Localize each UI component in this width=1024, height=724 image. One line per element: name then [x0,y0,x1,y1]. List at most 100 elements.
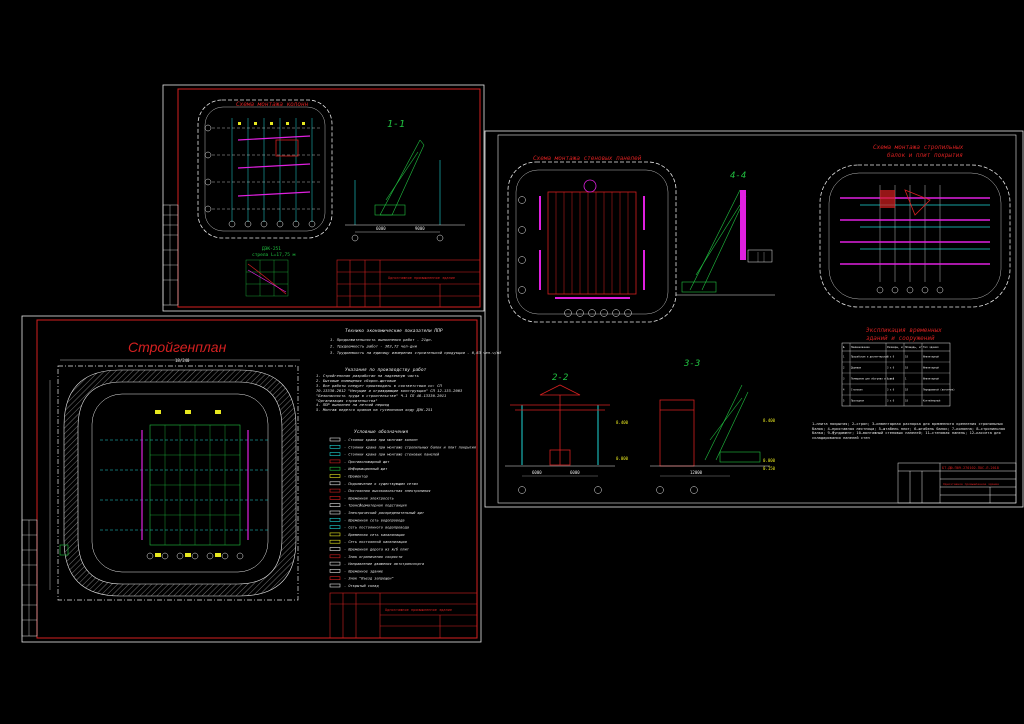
legend-symbol [329,444,341,449]
explication-cell: 1 x 1 [887,378,895,381]
sheet1-dim-2: 9000 [415,226,425,231]
explication-cell: 18 [905,389,908,392]
explication-cell: 3 x 6 [887,400,895,403]
legend-item: - Стоянки крана при монтаже стеновых пан… [344,453,440,457]
sheet-site-plan: Стройгенплан 18/240 [21,315,502,643]
explication-cell: Передвижной (вагончик) [923,389,955,392]
legend-symbol [329,517,341,522]
legend-item: - Временная сеть водопровода [344,518,405,522]
legend-symbol [329,437,341,442]
sheet2-title-left: Схема монтажа стеновых панелей [533,155,642,162]
explication-cell: Столовая [851,389,863,392]
legend-symbol [329,539,341,544]
explication-cell: 4 [843,389,845,392]
site-plan-title: Стройгенплан [128,339,227,355]
explication-cell: 3 x 6 [887,367,895,370]
explication-header-cell: № [843,346,845,349]
section-label-2-2: 2-2 [552,373,568,383]
explication-title-2: зданий и сооружений [866,335,935,342]
legend-item: - Знак "Въезд запрещен" [344,577,394,581]
explication-cell: 5 [843,400,845,403]
legend-symbol [329,459,341,464]
legend-title: Условные обозначения [354,428,408,435]
explication-cell: 1 [843,356,845,359]
explication-cell: 3 x 6 [887,356,895,359]
legend-symbol [329,532,341,537]
teps-item: 2. Трудоемкость работ - 363,72 чел-дни [330,344,418,349]
sheet2-stamp-code: БТ-ДЮ-П09-270102-ПОС-Л-2018 [942,466,999,470]
legend-symbol [329,503,341,508]
legend-item: - Сеть постоянного водопровода [344,526,409,530]
legend-item: - Стоянки крана при монтаже колонн [344,438,418,442]
legend-symbol [329,496,341,500]
teps-title: Технико экономические показатели ППР [345,328,443,334]
sheet2-level-1-b: 8.400 [763,418,776,423]
legend-symbol [329,452,341,456]
legend-item: - Сеть постоянной канализации [344,540,408,544]
explication-cell: Инвентарный [923,367,939,370]
explication-cell: Прорабская и диспетчерская [851,356,889,359]
teps-item: 1. Продолжительность выполнения работ - … [330,337,433,342]
note-item: 1. Стройгенплан разработан на надземную … [316,374,419,378]
legend-symbol [329,583,341,588]
explication-header-cell: Размеры, м [887,345,903,349]
note-item: 2. Бытовые помещения сборно-щитовые [316,377,397,383]
notes-title: Указания по производству работ [345,366,427,373]
section-label-1-1: 1-1 [387,119,405,130]
sheet3-stamp-title: Одноэтажное промышленное здание [385,608,452,612]
sheet1-dim-1: 6000 [376,226,386,231]
legend-item: - Стоянки крана при монтаже стропильных … [344,444,476,449]
explication-header-cell: Наименование [851,345,870,349]
explication-cell: 3 x 6 [887,389,895,392]
legend-symbol [329,554,341,559]
legend-symbol [329,466,341,471]
legend-symbol [329,474,341,478]
legend-item: - Направление движения автотранспорта [344,562,424,566]
legend-symbol [329,561,341,566]
explication-cell: Инвентарный [923,378,939,381]
sheet2-legend-note: 1—плита покрытия; 2—строп; 3—инвентарная… [812,422,1006,440]
sheet2-dim-12000: 12000 [690,470,703,475]
sheet2-level-0-b: 0.000 [763,458,776,463]
legend-item: - Трансформаторная подстанция [344,504,407,508]
sheet2-level-2: 0.150 [763,466,776,471]
legend-item: - Информационный щит [344,467,387,471]
sheet1-title: Схема монтажа колонн [236,101,309,108]
teps-item: 3. Трудоемкость на единицу измерения стр… [329,350,502,355]
legend-list: - Стоянки крана при монтаже колонн - Стоя… [329,437,476,588]
legend-item: - Открытый склад [344,584,379,588]
section-label-4-4: 4-4 [730,171,746,181]
explication-cell: 18 [905,356,908,359]
sheet2-title-right-2: балок и плит покрытия [887,152,963,159]
sheet2-dim-6000-a: 6000 [532,470,542,475]
legend-symbol [329,481,341,486]
note-item: 3. Все работы следует производить в соот… [316,382,463,403]
sheet2-stamp-title: Одноэтажное промышленное здание [943,482,999,486]
legend-symbol [329,547,341,551]
sheet2-dim-6000-b: 6000 [570,470,580,475]
explication-cell: Проходная [851,400,865,403]
crane-caption-2: стрела L=17,75 м [252,252,296,258]
sheet1-stamp-title: Одноэтажное промышленное здание [388,276,455,280]
explication-cell: 3 [843,378,845,381]
explication-header-cell: Площадь, м² [905,345,923,349]
legend-item: - Противопожарный щит [344,460,389,464]
legend-item: - Постоянная высоковольтная электролиния [344,489,431,493]
explication-cell: 18 [905,367,908,370]
explication-cell: 2 [843,367,845,370]
legend-symbol [329,510,341,515]
explication-title-1: Экспликация временных [866,327,942,334]
legend-symbol [329,569,341,573]
note-item: 4. ППР выполнен на летний период [316,402,390,408]
explication-cell: 18 [905,400,908,403]
legend-symbol [329,488,341,493]
legend-item: - Знак ограничения скорости [344,555,403,559]
legend-symbol [329,525,341,529]
notes-list: 1. Стройгенплан разработан на надземную … [316,374,466,413]
legend-item: - Временное здание [344,569,383,573]
sheet-panels-and-beams: Схема монтажа стеновых панелей 4-4 [484,130,1024,508]
explication-cell: Инвентарный [923,356,939,359]
explication-cell: Душевые [851,367,862,370]
legend-item: - Временная дорога из ж/б плит [344,547,409,552]
